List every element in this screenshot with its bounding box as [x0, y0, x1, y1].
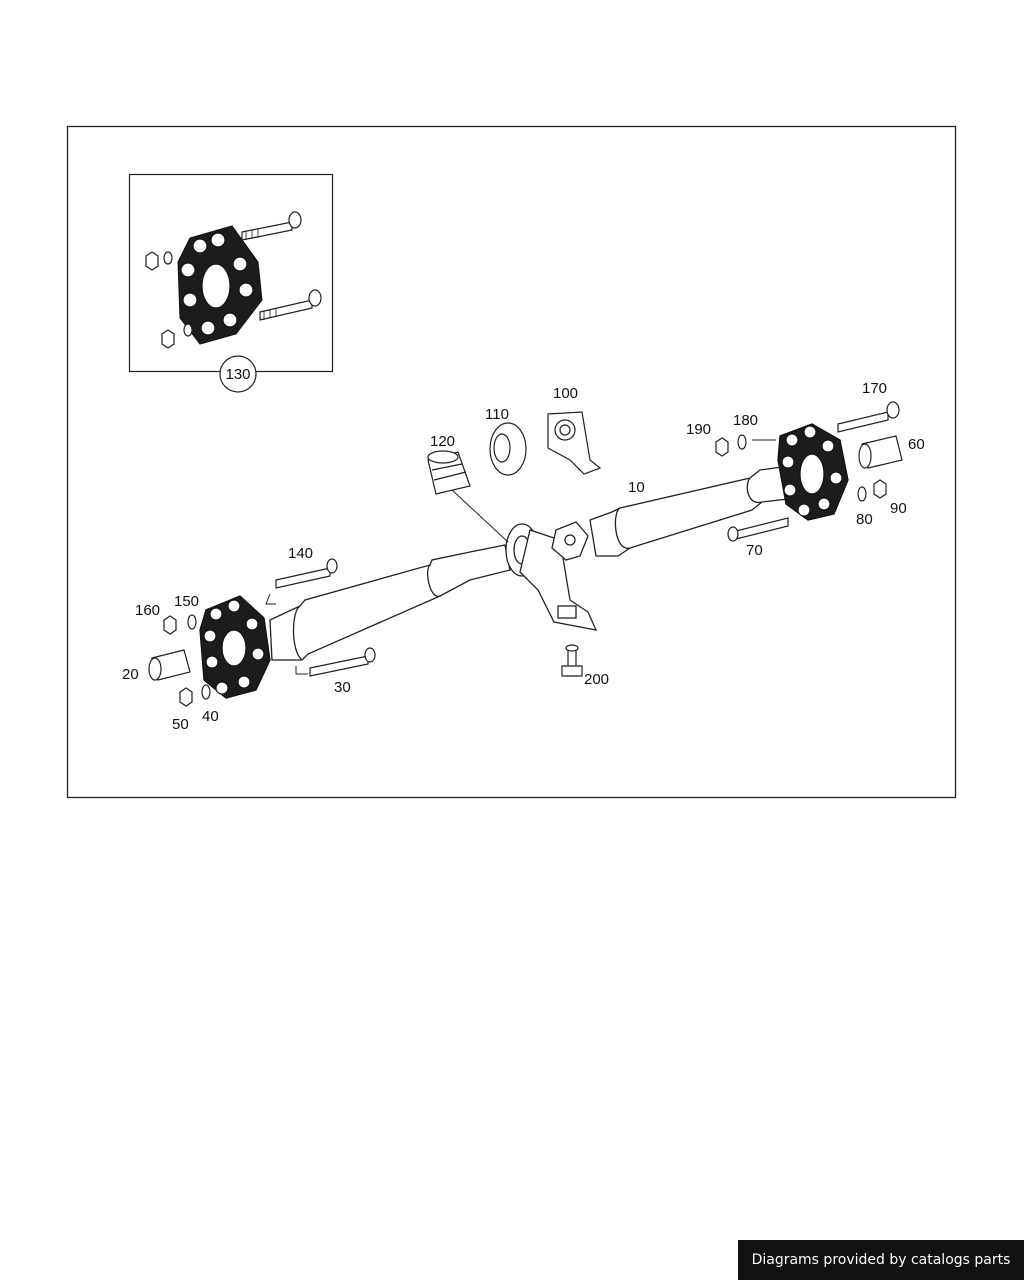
callout-130: 130 — [225, 366, 250, 383]
callout-90: 90 — [890, 500, 907, 517]
callout-140: 140 — [288, 545, 313, 562]
callout-120: 120 — [430, 433, 455, 450]
callout-200: 200 — [584, 671, 609, 688]
disc-holes — [203, 425, 843, 695]
diagram-frame — [66, 125, 957, 799]
callout-labels: 10 20 30 40 50 60 70 80 90 100 110 120 1… — [122, 380, 925, 733]
callout-50: 50 — [172, 716, 189, 733]
callout-10: 10 — [628, 479, 645, 496]
attribution-banner: Diagrams provided by catalogs parts — [738, 1240, 1024, 1280]
callout-30: 30 — [334, 679, 351, 696]
leader-lines — [265, 439, 776, 675]
callout-180: 180 — [733, 412, 758, 429]
callout-80: 80 — [856, 511, 873, 528]
callout-150: 150 — [174, 593, 199, 610]
callout-40: 40 — [202, 708, 219, 725]
loose-parts — [148, 401, 903, 707]
callout-110: 110 — [485, 406, 509, 423]
callout-70: 70 — [746, 542, 763, 559]
callout-20: 20 — [122, 666, 139, 683]
inset-flex-disc: 130 — [128, 173, 334, 393]
callout-60: 60 — [908, 436, 925, 453]
callout-160: 160 — [135, 602, 160, 619]
callout-170: 170 — [862, 380, 887, 397]
callout-190: 190 — [686, 421, 711, 438]
callout-100: 100 — [553, 385, 578, 402]
